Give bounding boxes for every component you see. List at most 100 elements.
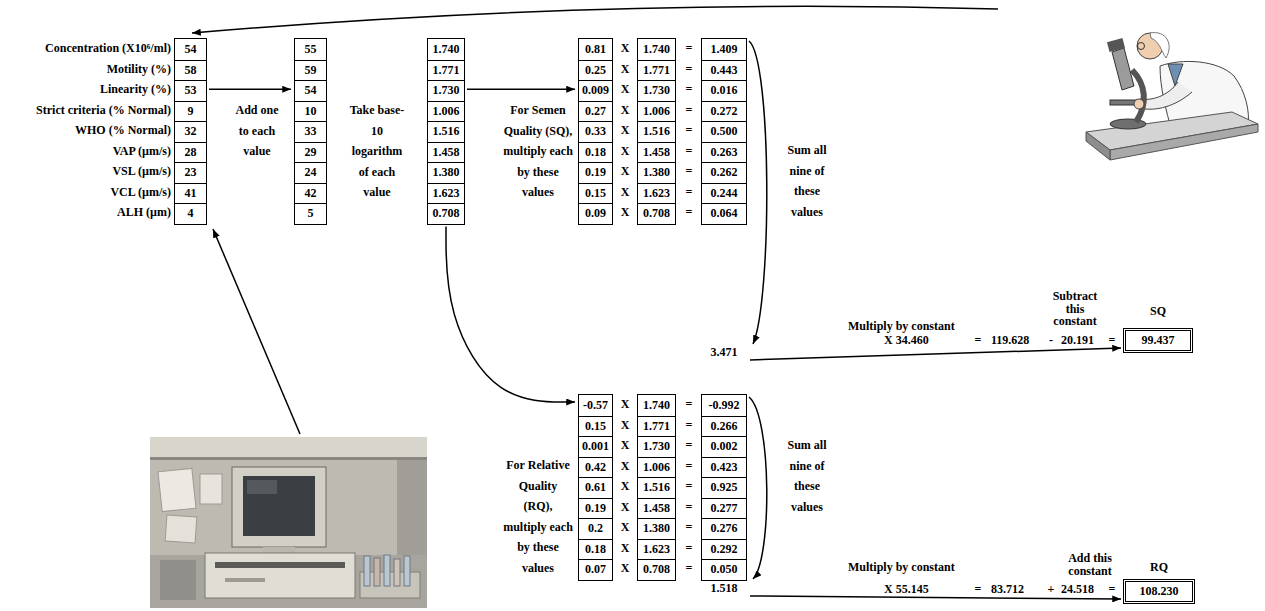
operator: X <box>621 520 630 534</box>
table-cell: 5 <box>295 203 326 224</box>
table-cell: 10 <box>295 101 326 122</box>
operator: = <box>975 333 982 347</box>
cell-value: 54 <box>305 83 317 98</box>
operator: X <box>621 144 630 158</box>
table-cell: 1.380 <box>638 162 675 183</box>
row-label: VSL (µm/s) <box>112 164 171 178</box>
operator: = <box>686 103 693 117</box>
table-side <box>1086 132 1110 160</box>
cell-value: 0.050 <box>711 562 738 577</box>
tie <box>1168 64 1183 86</box>
constant: 24.518 <box>1061 582 1094 596</box>
cell-value: 0.18 <box>585 145 606 160</box>
value-column: -0.570.150.0010.420.610.190.20.180.07 <box>578 394 613 581</box>
operator: = <box>686 144 693 158</box>
table-cell: 28 <box>175 142 206 163</box>
table-cell: 23 <box>175 162 206 183</box>
table-cell: 0.61 <box>579 477 612 498</box>
connector-group <box>209 89 1121 599</box>
cell-value: 0.016 <box>711 83 738 98</box>
operator: = <box>686 520 693 534</box>
table-cell: 1.458 <box>638 498 675 519</box>
table-cell: 32 <box>175 121 206 142</box>
scientist-illustration <box>1086 33 1258 160</box>
table-cell: 1.623 <box>428 183 464 204</box>
table-cell: 1.516 <box>638 477 675 498</box>
cell-value: 0.15 <box>585 186 606 201</box>
result-frame: 99.437 <box>1123 328 1193 353</box>
table-cell: 0.050 <box>702 559 746 580</box>
cell-value: 1.623 <box>433 186 460 201</box>
cell-value: 0.2 <box>588 521 603 536</box>
column-frame: 1.7401.7711.7301.0061.5161.4581.3801.623… <box>637 394 676 581</box>
source-arrow <box>213 229 300 434</box>
column-frame: -0.9920.2660.0020.4230.9250.2770.2760.29… <box>701 394 747 581</box>
cell-value: 5 <box>308 206 314 221</box>
column-frame: 0.810.250.0090.270.330.180.190.150.09 <box>578 38 613 225</box>
operator: X <box>621 479 630 493</box>
cell-value: 10 <box>305 104 317 119</box>
cell-value: 1.623 <box>643 186 670 201</box>
cell-value: 23 <box>185 165 197 180</box>
photo-tube <box>374 558 380 586</box>
cell-value: 0.708 <box>643 562 670 577</box>
photo-tube <box>384 555 390 586</box>
cell-value: 1.380 <box>433 165 460 180</box>
source-arrow <box>192 6 998 33</box>
hair <box>1150 33 1169 58</box>
operator: - <box>1049 333 1053 347</box>
cell-value: 0.009 <box>582 83 609 98</box>
cell-value: 1.516 <box>643 124 670 139</box>
operator: + <box>1048 582 1055 596</box>
operator: = <box>686 164 693 178</box>
sum-arrow <box>749 41 767 344</box>
photo-cabinet-edge <box>150 457 427 460</box>
row-label: VCL (µm/s) <box>110 185 171 199</box>
cell-value: 1.771 <box>433 63 460 78</box>
cell-value: 28 <box>185 145 197 160</box>
table-cell: 0.266 <box>702 416 746 437</box>
table-cell: 0.33 <box>579 121 612 142</box>
photo-screen <box>243 476 315 536</box>
cell-value: 4 <box>188 206 194 221</box>
table-cell: 1.409 <box>702 39 746 60</box>
cell-value: 1.771 <box>643 419 670 434</box>
operator: = <box>686 62 693 76</box>
cell-value: 1.730 <box>643 439 670 454</box>
cell-value: 1.730 <box>643 83 670 98</box>
cell-value: 0.443 <box>711 63 738 78</box>
table-cell: 0.15 <box>579 416 612 437</box>
table-cell: 1.730 <box>638 80 675 101</box>
cell-value: 1.740 <box>433 42 460 57</box>
table-cell: 0.2 <box>579 518 612 539</box>
cell-value: 1.006 <box>643 104 670 119</box>
value-column: 1.7401.7711.7301.0061.5161.4581.3801.623… <box>637 38 676 225</box>
table-cell: 0.423 <box>702 457 746 478</box>
flow-arrow <box>446 227 575 403</box>
cell-value: 55 <box>305 42 317 57</box>
photo-monitor <box>232 467 326 547</box>
cell-value: 0.27 <box>585 104 606 119</box>
table-cell: 0.19 <box>579 498 612 519</box>
table-cell: 1.380 <box>428 162 464 183</box>
table-cell: 0.27 <box>579 101 612 122</box>
table-cell: 0.277 <box>702 498 746 519</box>
sum-value: 1.518 <box>711 581 738 595</box>
table-cell: 0.42 <box>579 457 612 478</box>
table-cell: 1.006 <box>638 457 675 478</box>
cell-value: 32 <box>185 124 197 139</box>
table-cell: 54 <box>295 80 326 101</box>
operator: X <box>621 164 630 178</box>
step-note: For Relative Quality (RQ), multiply each… <box>503 455 573 578</box>
row-label: ALH (µm) <box>117 205 171 219</box>
result-value: 99.437 <box>1142 333 1175 347</box>
photo-tube <box>364 556 370 586</box>
sum-value: 3.471 <box>711 345 738 359</box>
row-label: Concentration (X10⁶/ml) <box>45 41 171 55</box>
operator: X <box>621 205 630 219</box>
cell-value: 0.61 <box>585 480 606 495</box>
cell-value: 59 <box>305 63 317 78</box>
table-cell: 59 <box>295 60 326 81</box>
